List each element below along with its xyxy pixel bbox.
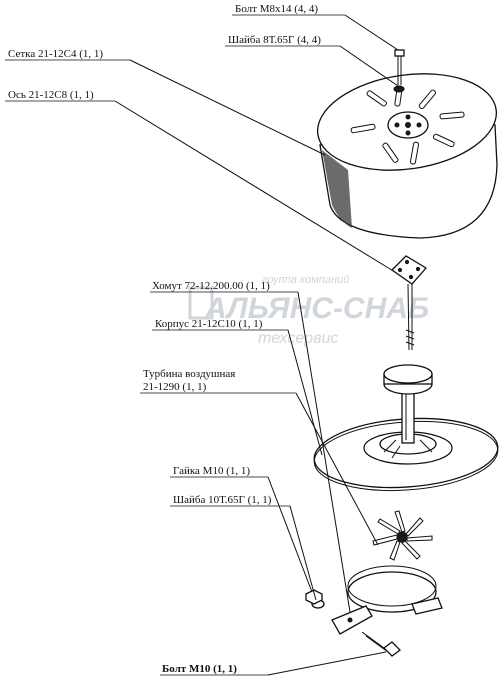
bolt-m10-shank	[361, 631, 385, 649]
cover-hole-2	[416, 122, 422, 128]
axis-plate-hole-2	[404, 259, 410, 265]
label-clamp: Хомут 72-12.200.00 (1, 1)	[152, 280, 270, 292]
axis-plate-hole-1	[397, 267, 403, 273]
cover-hole-3	[405, 114, 411, 120]
watermark: группа компаний АЛЬЯНС-СНАБ техсервис	[188, 274, 429, 347]
axis-part	[390, 255, 428, 351]
label-turbine-line2: 21-1290 (1, 1)	[143, 381, 207, 393]
label-axis: Ось 21-12С8 (1, 1)	[8, 89, 94, 101]
axis-thread	[405, 329, 415, 346]
nut-m10	[305, 589, 323, 605]
axis-plate-hole-4	[408, 274, 414, 280]
cover-hole-4	[405, 130, 411, 136]
impeller-blade-6	[372, 534, 398, 546]
axis-pin	[407, 283, 410, 351]
leader-lines	[5, 14, 399, 676]
cover-hole-center	[405, 122, 411, 128]
label-washer-8t: Шайба 8Т.65Г (4, 4)	[228, 34, 321, 46]
impeller-blade-3	[406, 535, 433, 542]
bolt-m10-head	[383, 641, 401, 657]
clamp-lug-hole	[347, 617, 353, 623]
label-nut: Гайка М10 (1, 1)	[173, 465, 250, 477]
axis-square-plate	[390, 255, 428, 285]
bolt-m10-shank-edge	[365, 635, 389, 653]
label-mesh: Сетка 21-12С4 (1, 1)	[8, 48, 103, 60]
impeller-blade-5	[389, 540, 401, 561]
impeller-blade-1	[394, 510, 406, 533]
label-housing: Корпус 21-12С10 (1, 1)	[155, 318, 263, 330]
washer-8t	[393, 85, 405, 93]
clamp-part	[331, 565, 443, 635]
bolt-m8-head	[394, 49, 405, 57]
watermark-line3: техсервис	[258, 330, 338, 347]
callout-labels: Болт М8х14 (4, 4) Шайба 8Т.65Г (4, 4) Се…	[8, 3, 321, 675]
label-bolt-m10: Болт М10 (1, 1)	[162, 663, 237, 675]
turbine-cap-top	[383, 364, 433, 384]
label-turbine-line1: Турбина воздушная	[143, 368, 235, 380]
turbine-part	[313, 364, 499, 492]
cover-hole-1	[394, 122, 400, 128]
nut-washer-m10	[305, 589, 325, 609]
cover-mesh-texture	[322, 150, 352, 228]
clamp-band-top	[347, 565, 437, 607]
impeller-blade-4	[401, 540, 421, 560]
cover-mesh-part	[316, 49, 498, 239]
axis-plate-hole-3	[415, 266, 421, 272]
label-bolt-m8: Болт М8х14 (4, 4)	[235, 3, 318, 15]
label-washer-10t: Шайба 10Т.65Г (1, 1)	[173, 494, 272, 506]
bolt-m10	[361, 631, 401, 657]
clamp-band	[347, 571, 437, 613]
turbine-hub-ribs	[383, 439, 433, 459]
impeller-blade-2	[405, 517, 424, 537]
impeller-part	[372, 510, 433, 561]
impeller-blade-7	[377, 518, 401, 535]
watermark-line1: группа компаний	[262, 274, 349, 286]
clamp-right-lug	[411, 597, 443, 615]
watermark-line2: АЛЬЯНС-СНАБ	[204, 292, 429, 325]
watermark-logo-mark	[188, 286, 214, 320]
